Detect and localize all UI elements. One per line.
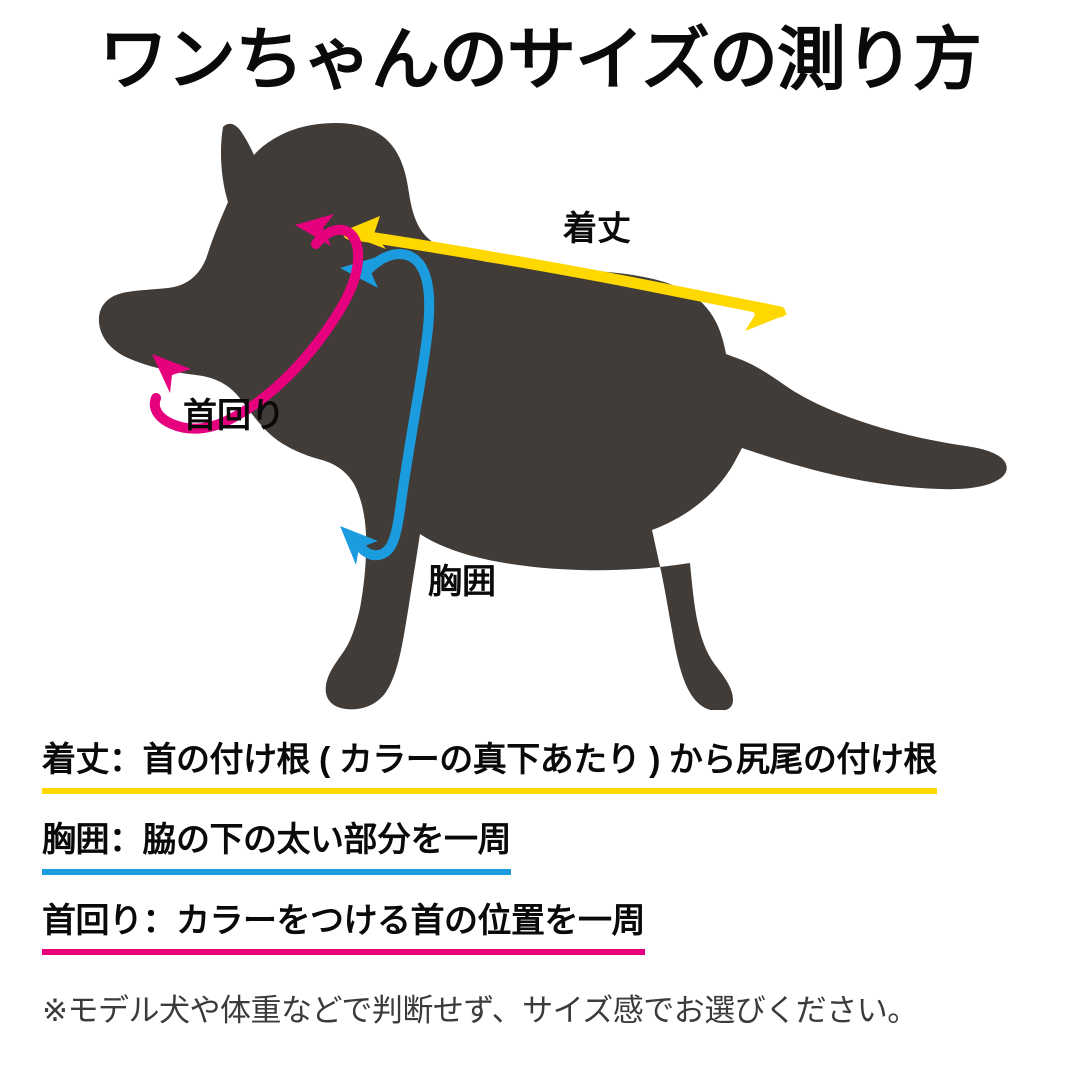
page-title: ワンちゃんのサイズの測り方 [99,21,982,98]
kubimawari-loop [149,214,364,434]
legend-text-kitake: 着丈：首の付け根 ( カラーの真下あたり ) から尻尾の付け根 [42,740,937,795]
legend-row-muneimawari: 胸囲：脇の下の太い部分を一周 [42,820,1042,875]
dog-measurement-diagram: 着丈 首回り 胸囲 [0,110,1080,710]
legend-row-kitake: 着丈：首の付け根 ( カラーの真下あたり ) から尻尾の付け根 [42,740,1042,795]
legend-text-kubimawari: 首回り：カラーをつける首の位置を一周 [42,901,646,956]
diagram-label-muneimawari: 胸囲 [428,563,496,601]
dog-silhouette-icon [98,123,1007,710]
legend-row-kubimawari: 首回り：カラーをつける首の位置を一周 [42,901,1042,956]
measurement-legend: 着丈：首の付け根 ( カラーの真下あたり ) から尻尾の付け根 胸囲：脇の下の太… [42,740,1042,981]
diagram-label-kubimawari: 首回り [183,397,285,435]
legend-text-muneimawari: 胸囲：脇の下の太い部分を一周 [42,820,512,875]
footnote: ※モデル犬や体重などで判断せず、サイズ感でお選びください。 [42,993,918,1028]
diagram-label-kitake: 着丈 [563,210,631,248]
kitake-arrow [341,216,788,331]
